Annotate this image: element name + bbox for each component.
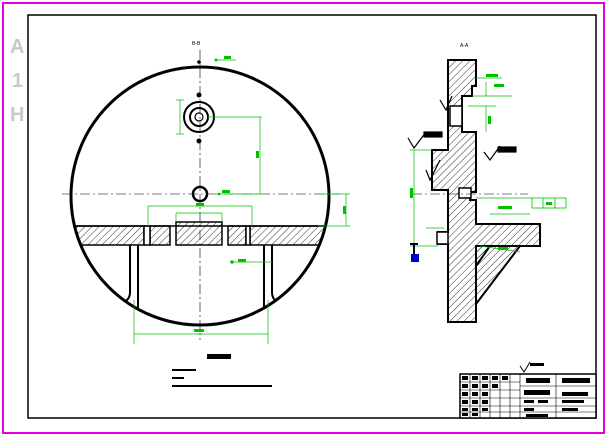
- notes-block: [172, 369, 272, 387]
- scale-label-block: [207, 354, 231, 359]
- surface-finish-symbols: [407, 95, 517, 182]
- center-hole: [191, 185, 209, 203]
- section-a-view: [407, 59, 567, 323]
- section-a-lug: [436, 231, 449, 245]
- counterbore-core: [194, 112, 204, 122]
- general-roughness-symbol: [519, 361, 531, 373]
- section-b-dimension-dots: [214, 58, 234, 264]
- section-marker: [411, 254, 419, 262]
- plate-mid-right: [227, 225, 247, 246]
- pin-top: [196, 92, 202, 98]
- pin-bottom: [196, 138, 202, 144]
- counterbore-inner: [189, 107, 209, 127]
- section-b-dimension-text: [194, 56, 346, 332]
- section-b-view: [62, 50, 350, 359]
- stamp-char-h: H: [10, 104, 25, 126]
- plate-center: [175, 221, 223, 246]
- pin-upper: [197, 60, 201, 64]
- slot-left: [143, 225, 151, 246]
- section-a-title: A-A: [460, 43, 469, 49]
- plate-left: [71, 225, 145, 246]
- section-b-title: B-B: [192, 41, 201, 47]
- title-block: [459, 361, 597, 419]
- feature-control-frame: [531, 197, 567, 209]
- stamp-char-a: A: [10, 36, 25, 58]
- section-a-dimension-text: [410, 74, 552, 250]
- plate-right: [249, 225, 329, 246]
- plate-mid-left: [149, 225, 171, 246]
- section-a-bore: [458, 187, 472, 199]
- slot-right: [245, 225, 251, 246]
- inner-frame: [27, 14, 597, 419]
- section-a-rib: [475, 245, 523, 307]
- section-a-pocket: [449, 105, 463, 127]
- stamp-char-1: 1: [12, 70, 24, 92]
- section-b-dimensions: [133, 59, 350, 344]
